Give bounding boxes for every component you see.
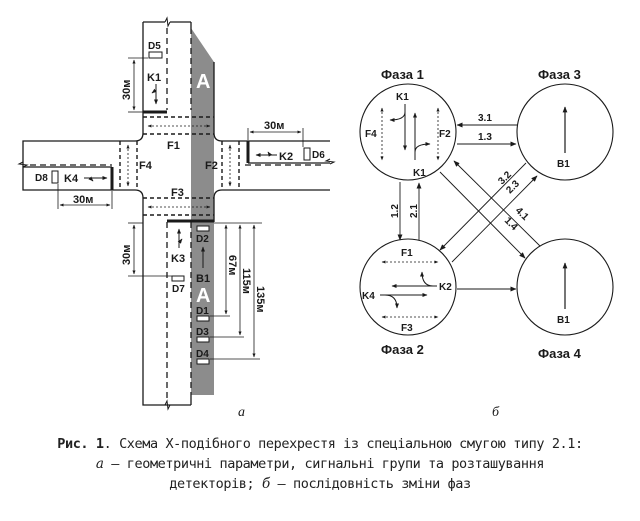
caption-b-label: б xyxy=(261,476,270,492)
caption-line-3a-text: детекторів; xyxy=(169,476,262,492)
label-k4: K4 xyxy=(64,173,79,185)
transition-1-4 xyxy=(439,171,526,259)
label-k3: K3 xyxy=(171,253,185,265)
phase-2-f1: F1 xyxy=(401,248,413,259)
detector-d3 xyxy=(196,336,210,343)
label-d2: D2 xyxy=(196,234,209,245)
dim-k3-30m: 30м xyxy=(121,245,133,265)
phase-4-title: Фаза 4 xyxy=(538,346,582,361)
label-f2: F2 xyxy=(205,160,218,172)
dim-k2-30m: 30м xyxy=(264,120,284,132)
caption-line-1-text: . Схема Х-подібного перехрестя із спеціа… xyxy=(103,436,584,452)
phase-1-f4: F4 xyxy=(365,129,377,140)
transition-4-1 xyxy=(453,160,541,247)
detector-d2 xyxy=(196,225,210,232)
label-d1: D1 xyxy=(196,306,209,317)
dim-d1-67m: 67м xyxy=(226,255,238,275)
caption-fig-number: Рис. 1 xyxy=(57,436,104,452)
caption-line-2-text: — геометричні параметри, сигнальні групи… xyxy=(103,456,545,472)
detector-d7 xyxy=(171,275,185,282)
label-f3: F3 xyxy=(171,187,184,199)
label-k2: K2 xyxy=(279,151,293,163)
phase-3-b1: B1 xyxy=(557,159,570,170)
phase-diagram: Фаза 1 Фаза 3 Фаза 2 Фаза 4 K1 K1 F4 F2 … xyxy=(359,67,614,420)
phase-1-title: Фаза 1 xyxy=(381,67,424,82)
sublabel-b: б xyxy=(492,405,500,420)
label-f1: F1 xyxy=(167,140,180,152)
phase-1-f2: F2 xyxy=(439,129,451,140)
phase-3-circle xyxy=(516,83,614,181)
dim-d3-115m: 115м xyxy=(240,268,252,294)
special-lane-bottom xyxy=(191,222,214,392)
detector-d5 xyxy=(148,51,163,59)
caption-line-2: а — геометричні параметри, сигнальні гру… xyxy=(0,454,640,474)
detector-d4 xyxy=(196,358,210,365)
detector-d8 xyxy=(51,170,59,184)
caption-line-3: детекторів; б — послідовність зміни фаз xyxy=(0,474,640,494)
phase-4-b1: B1 xyxy=(557,315,570,326)
phase-1-circle xyxy=(359,83,457,181)
intersection-geometry: F1 F2 F3 F4 A A D5 D6 D8 D2 D7 D1 D3 D4 … xyxy=(17,16,336,420)
transition-label-1-4: 1.4 xyxy=(502,215,520,233)
transition-3-2 xyxy=(439,162,527,251)
phase-4-circle xyxy=(516,238,614,336)
lane-a-label-top: A xyxy=(196,71,210,93)
phase-1-k1-bottom: K1 xyxy=(413,168,426,179)
lane-a-label-bottom: A xyxy=(196,285,210,307)
label-b1: B1 xyxy=(196,273,210,285)
transition-label-1-3: 1.3 xyxy=(478,132,492,143)
phase-3-title: Фаза 3 xyxy=(538,67,581,82)
phase-2-circle xyxy=(359,238,457,336)
transition-label-3-1: 3.1 xyxy=(478,113,492,124)
label-d5: D5 xyxy=(148,41,161,52)
label-d7: D7 xyxy=(172,284,185,295)
intersection-figure: F1 F2 F3 F4 A A D5 D6 D8 D2 D7 D1 D3 D4 … xyxy=(17,16,614,420)
figure-caption: Рис. 1. Схема Х-подібного перехрестя із … xyxy=(0,434,640,494)
label-d8: D8 xyxy=(35,173,48,184)
phase-2-k4: K4 xyxy=(362,291,375,302)
dim-k4-30m: 30м xyxy=(73,194,93,206)
label-d3: D3 xyxy=(196,327,209,338)
label-f4: F4 xyxy=(139,160,153,172)
label-k1: K1 xyxy=(147,72,161,84)
caption-line-1: Рис. 1. Схема Х-подібного перехрестя із … xyxy=(0,434,640,454)
dim-d4-135m: 135м xyxy=(254,286,266,313)
phase-2-f3: F3 xyxy=(401,323,413,334)
transition-label-1-2: 1.2 xyxy=(390,204,401,218)
label-d6: D6 xyxy=(312,150,325,161)
transition-2-3 xyxy=(451,175,538,263)
dim-k1-30m: 30м xyxy=(121,80,133,100)
phase-1-k1-top: K1 xyxy=(396,92,409,103)
phase-2-k2: K2 xyxy=(439,282,452,293)
caption-line-3b-text: — послідовність зміни фаз xyxy=(269,476,472,492)
detector-d6 xyxy=(303,147,311,161)
label-d4: D4 xyxy=(196,349,209,360)
caption-a-label: а xyxy=(95,456,104,472)
phase-2-title: Фаза 2 xyxy=(381,342,424,357)
detector-d1 xyxy=(196,315,210,322)
transition-label-2-1: 2.1 xyxy=(409,204,420,218)
sublabel-a: а xyxy=(238,405,245,420)
